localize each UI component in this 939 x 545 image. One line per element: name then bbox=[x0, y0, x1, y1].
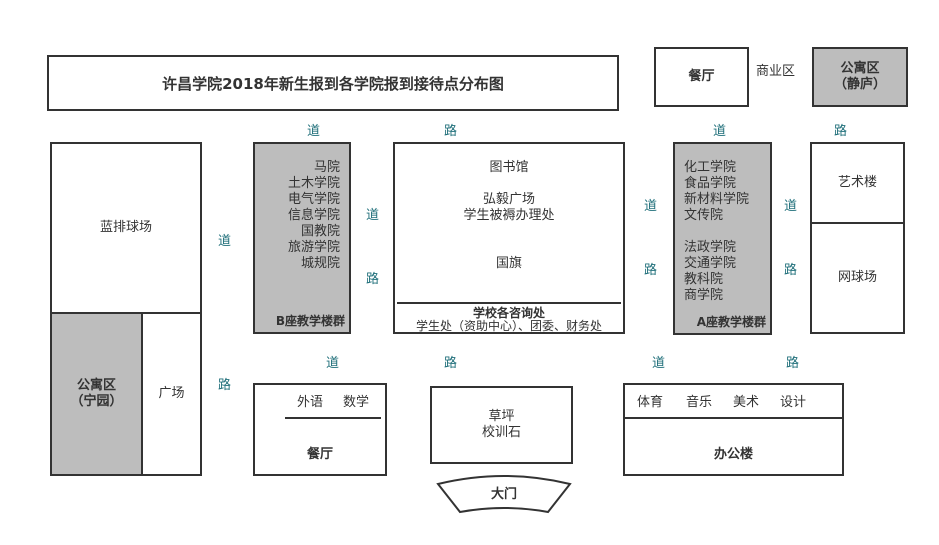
consult-detail: 学生处（资助中心）、团委、财务处 bbox=[415, 319, 602, 333]
library-label: 图书馆 bbox=[489, 160, 529, 175]
building-a-college-list: 化工学院 食品学院 新材料学院 文传院 法政学院 交通学院 教科院 商学院 bbox=[684, 160, 749, 304]
building-b-name: B座教学楼群 bbox=[275, 314, 345, 328]
road-label-dao-4: 道 bbox=[366, 208, 380, 223]
motto-stone-label: 校训石 bbox=[481, 425, 521, 440]
art-building-box: 艺术楼 bbox=[810, 142, 905, 224]
building-a-college: 法政学院 bbox=[684, 240, 737, 255]
building-b-college: 土木学院 bbox=[287, 176, 340, 191]
building-a-box: 化工学院 食品学院 新材料学院 文传院 法政学院 交通学院 教科院 商学院 A座… bbox=[673, 142, 772, 335]
office-building-box: 体育 音乐 美术 设计 办公楼 bbox=[623, 383, 844, 476]
design-label: 设计 bbox=[780, 395, 807, 410]
bedding-office-label: 学生被褥办理处 bbox=[463, 208, 555, 223]
plaza-label: 弘毅广场 bbox=[482, 192, 535, 207]
road-label-lu-2: 路 bbox=[834, 124, 848, 139]
road-label-lu-5: 路 bbox=[644, 263, 658, 278]
consult-title: 学校各咨询处 bbox=[472, 306, 545, 320]
map-title: 许昌学院2018年新生报到各学院报到接待点分布图 bbox=[162, 74, 504, 93]
road-label-dao-6: 道 bbox=[784, 199, 798, 214]
volleyball-court-box: 蓝排球场 bbox=[50, 142, 202, 314]
building-a-list-gap bbox=[684, 224, 749, 240]
building-b-college: 旅游学院 bbox=[287, 240, 340, 255]
math-label: 数学 bbox=[343, 395, 370, 410]
flag-label: 国旗 bbox=[495, 256, 522, 271]
consult-divider bbox=[397, 302, 621, 304]
main-gate-shape bbox=[436, 475, 572, 514]
apartment-jinglu-box: 公寓区 （静庐） bbox=[812, 47, 908, 107]
office-divider bbox=[625, 417, 842, 419]
volleyball-court-label: 蓝排球场 bbox=[99, 220, 152, 235]
foreign-math-divider bbox=[285, 417, 381, 419]
building-b-college: 马院 bbox=[313, 160, 340, 175]
art-building-label: 艺术楼 bbox=[837, 175, 877, 190]
fine-art-label: 美术 bbox=[733, 395, 760, 410]
lawn-label: 草坪 bbox=[488, 409, 515, 424]
building-b-college: 城规院 bbox=[300, 256, 340, 271]
apartment-ningyuan-line2: （宁园） bbox=[70, 394, 123, 409]
commercial-area-label: 商业区 bbox=[756, 64, 796, 79]
road-label-dao-5: 道 bbox=[644, 199, 658, 214]
foreign-language-label: 外语 bbox=[297, 395, 324, 410]
office-building-label: 办公楼 bbox=[713, 447, 753, 462]
pe-label: 体育 bbox=[637, 395, 664, 410]
building-b-college: 国教院 bbox=[300, 224, 340, 239]
building-a-college: 商学院 bbox=[684, 288, 724, 303]
building-b-college-list: 马院 土木学院 电气学院 信息学院 国教院 旅游学院 城规院 bbox=[288, 160, 340, 272]
music-label: 音乐 bbox=[686, 395, 713, 410]
apartment-ningyuan-line1: 公寓区 bbox=[76, 378, 116, 393]
building-b-college: 电气学院 bbox=[287, 192, 340, 207]
road-label-dao-3: 道 bbox=[218, 234, 232, 249]
building-a-college: 交通学院 bbox=[684, 256, 737, 271]
building-b-college: 信息学院 bbox=[287, 208, 340, 223]
foreign-math-dining-box: 外语 数学 餐厅 bbox=[253, 383, 387, 476]
center-block-box: 图书馆 弘毅广场 学生被褥办理处 国旗 学校各咨询处 学生处（资助中心）、团委、… bbox=[393, 142, 625, 334]
building-a-name: A座教学楼群 bbox=[696, 315, 766, 329]
dining-top-label: 餐厅 bbox=[688, 69, 715, 84]
square-label: 广场 bbox=[158, 386, 185, 401]
road-label-lu-4: 路 bbox=[366, 272, 380, 287]
road-label-lu-1: 路 bbox=[444, 124, 458, 139]
road-label-lu-6: 路 bbox=[784, 263, 798, 278]
tennis-court-box: 网球场 bbox=[810, 222, 905, 334]
road-label-dao-7: 道 bbox=[326, 356, 340, 371]
apartment-ningyuan-box: 公寓区 （宁园） bbox=[50, 312, 143, 476]
title-box: 许昌学院2018年新生报到各学院报到接待点分布图 bbox=[47, 55, 619, 111]
bottom-dining-label: 餐厅 bbox=[306, 447, 333, 462]
apartment-jinglu-line2: （静庐） bbox=[833, 77, 886, 92]
building-a-college: 食品学院 bbox=[684, 176, 737, 191]
building-a-college: 文传院 bbox=[684, 208, 724, 223]
tennis-court-label: 网球场 bbox=[837, 270, 877, 285]
building-a-college: 教科院 bbox=[684, 272, 724, 287]
road-label-dao-8: 道 bbox=[652, 356, 666, 371]
apartment-jinglu-line1: 公寓区 bbox=[840, 61, 880, 76]
road-label-dao-1: 道 bbox=[307, 124, 321, 139]
lawn-box: 草坪 校训石 bbox=[430, 386, 573, 464]
road-label-dao-2: 道 bbox=[713, 124, 727, 139]
main-gate-label: 大门 bbox=[490, 487, 517, 502]
building-a-college: 化工学院 bbox=[684, 160, 737, 175]
road-label-lu-7: 路 bbox=[444, 356, 458, 371]
road-label-lu-8: 路 bbox=[786, 356, 800, 371]
building-a-college: 新材料学院 bbox=[684, 192, 750, 207]
building-b-box: 马院 土木学院 电气学院 信息学院 国教院 旅游学院 城规院 B座教学楼群 bbox=[253, 142, 351, 334]
dining-top-box: 餐厅 bbox=[654, 47, 749, 107]
square-box: 广场 bbox=[141, 312, 202, 476]
road-label-lu-3: 路 bbox=[218, 378, 232, 393]
